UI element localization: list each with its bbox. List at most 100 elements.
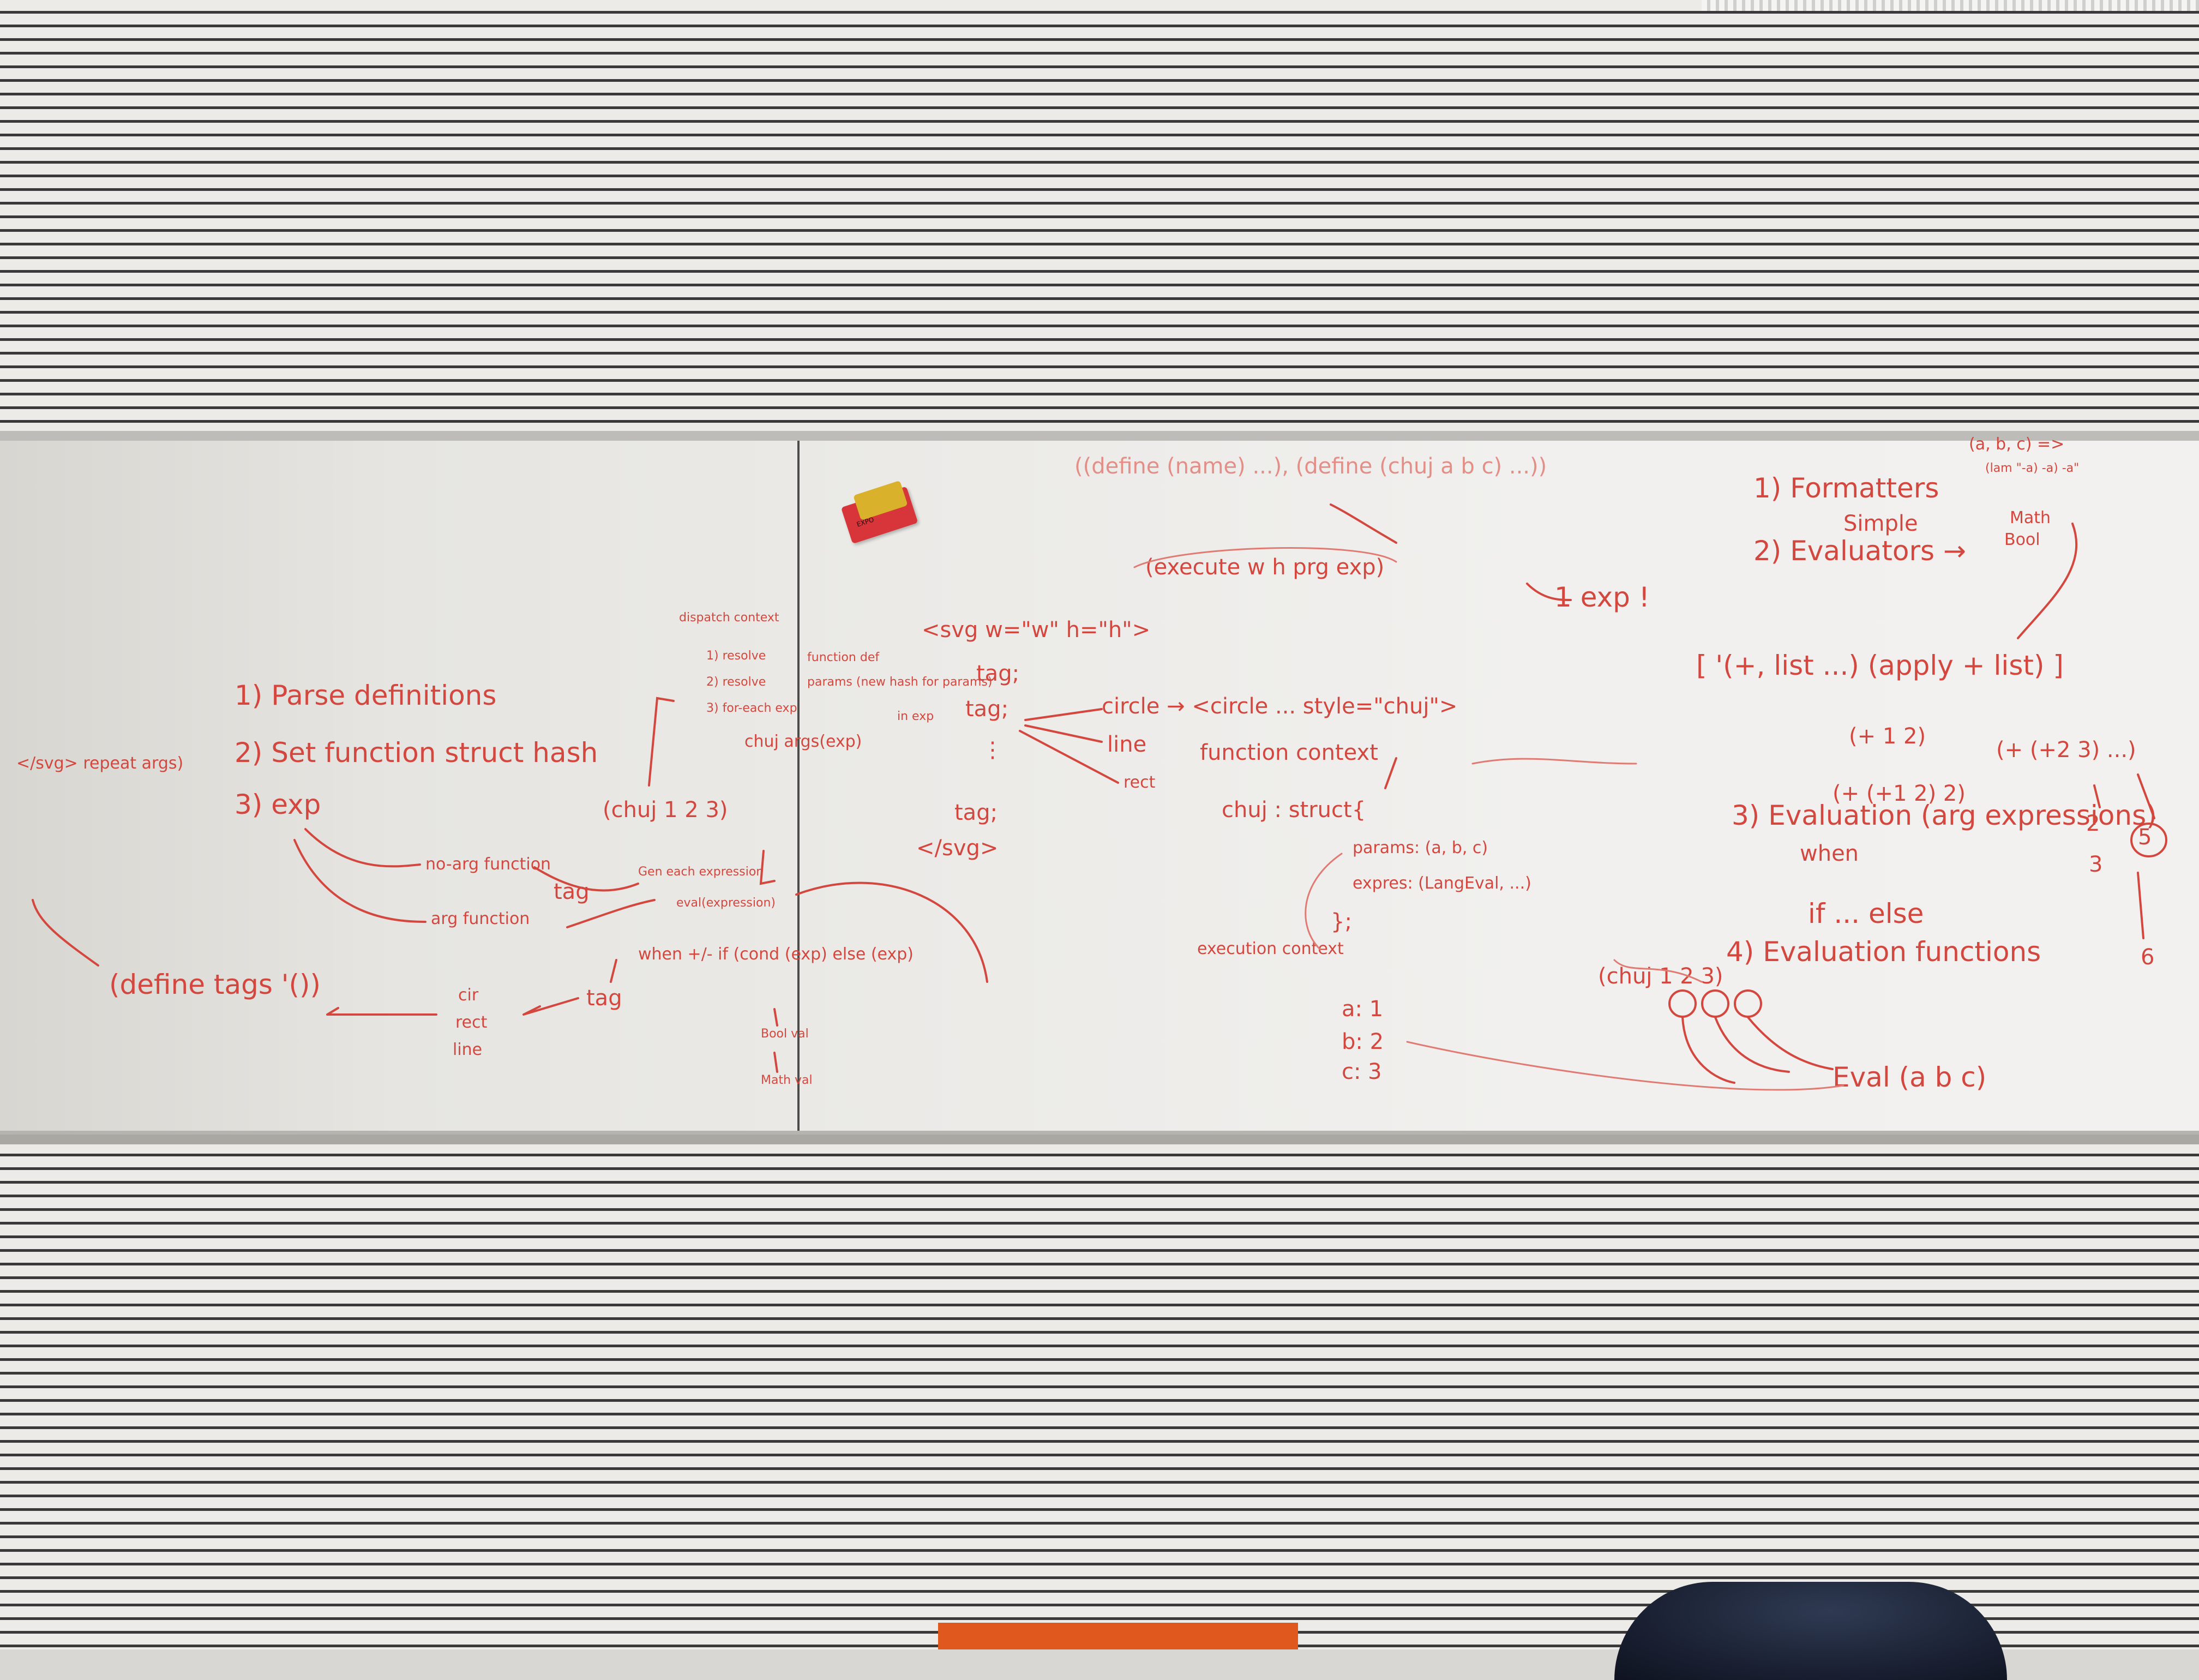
backpack	[1614, 1582, 2007, 1680]
arrow-exec-to-eval	[1406, 1041, 1844, 1091]
circled-number: 5	[2138, 825, 2152, 850]
branch-to-circle	[1024, 708, 1103, 721]
arrow-eval-loop	[795, 881, 988, 983]
chuj-struct-header: chuj : struct{	[1222, 797, 1366, 823]
arg-circle-2	[1701, 989, 1729, 1018]
striped-wall-upper	[0, 0, 2199, 431]
lambda-note: (lam "-a) -a) -a"	[1985, 461, 2080, 475]
arrow-down-to-eval	[759, 850, 776, 885]
ceiling-light	[1702, 0, 2199, 11]
circled-number-ring	[2130, 823, 2167, 857]
evaluators-step: 2) Evaluators →	[1753, 535, 1966, 567]
line-item: line	[1107, 732, 1147, 757]
arrow-sum-to-2	[2093, 784, 2101, 808]
evaluation-functions-step: 4) Evaluation functions	[1726, 936, 2041, 968]
chuj-call-left: (chuj 1 2 3)	[603, 797, 728, 823]
arrow-to-gen-each	[533, 866, 639, 892]
tag-line-a: tag;	[976, 661, 1020, 686]
arrow-down-to-6	[2137, 872, 2144, 939]
svg-close-tag: </svg>	[916, 836, 999, 861]
function-context-label: function context	[1200, 740, 1378, 765]
arrow-up-to-dispatch	[648, 697, 675, 787]
bool-val-note: Bool val	[761, 1027, 809, 1041]
arrow-tag-to-shapes	[522, 997, 579, 1016]
eval-expression-note: eval(expression)	[676, 896, 776, 910]
math-evaluator-label: Math	[2010, 508, 2051, 527]
number-2: 2	[2086, 811, 2100, 836]
rect-item: rect	[1123, 773, 1156, 792]
execute-expression: (execute w h prg exp)	[1145, 555, 1385, 580]
orange-chair-back	[938, 1623, 1298, 1649]
sum-expression-2: (+ (+2 3) ...)	[1996, 737, 2136, 763]
striped-wall-lower	[0, 1143, 2199, 1649]
math-val-note: Math val	[761, 1073, 813, 1087]
chuj-args-note: chuj args(exp)	[744, 732, 862, 751]
parse-definitions-step: 1) Parse definitions	[235, 680, 497, 711]
struct-brace	[1305, 853, 1343, 950]
list-apply-expression: [ '(+, list ...) (apply + list) ]	[1696, 650, 2064, 681]
dispatch-context-note: dispatch context	[679, 611, 779, 625]
resolve-step-1: 1) resolve	[706, 649, 766, 663]
shape-rect-label: rect	[455, 1013, 488, 1032]
arrow-context-to-struct	[1384, 757, 1397, 789]
arrow-to-math	[773, 1052, 778, 1073]
branch-to-line	[1024, 724, 1103, 743]
define-tags-expression: (define tags '())	[109, 969, 321, 1000]
whiteboard-seam	[797, 441, 800, 1131]
arrow-arg3-eval	[1747, 1016, 1834, 1070]
arrow-arg2-eval	[1714, 1016, 1790, 1073]
arrow-context-link	[1471, 758, 1637, 765]
struct-expres: expres: (LangEval, ...)	[1353, 874, 1531, 893]
arrow-chuj-loop	[1613, 959, 1703, 983]
arrow-from-arg-function	[566, 899, 656, 928]
sum-expression-1: (+ 1 2)	[1849, 724, 1926, 749]
one-exp-note: 1 exp !	[1554, 581, 1650, 613]
shape-cir-label: cir	[458, 986, 479, 1005]
arrow-exp-to-note	[1526, 583, 1572, 601]
arg-expressions-step: 3) Evaluation (arg expressions)	[1732, 800, 2157, 831]
arrow-down-to-tag	[610, 959, 617, 983]
number-6: 6	[2141, 945, 2155, 970]
define-name-expression: ((define (name) ...), (define (chuj a b …	[1074, 454, 1547, 479]
vertical-dots: ⋮	[982, 737, 1004, 763]
underline-execute	[1133, 547, 1397, 568]
exec-var-c: c: 3	[1342, 1059, 1382, 1084]
svg-repeat-args-note: </svg> repeat args)	[16, 754, 184, 773]
function-struct-hash-step: 2) Set function struct hash	[235, 737, 598, 769]
simple-label: Simple	[1843, 511, 1918, 536]
marker-tray	[0, 1135, 2199, 1144]
branch-to-rect	[1019, 730, 1119, 784]
arg-circle-1	[1668, 989, 1697, 1018]
abc-arrow-note: (a, b, c) =>	[1969, 435, 2065, 454]
struct-close: };	[1331, 909, 1352, 934]
arrow-to-bool	[773, 1008, 778, 1027]
arrow-to-define	[1330, 503, 1397, 544]
shape-line-label: line	[453, 1040, 483, 1059]
if-else-label: if ... else	[1808, 898, 1924, 929]
arrow-sum-to-circled	[2137, 773, 2155, 819]
when-if-cond-line: when +/- if (cond (exp) else (exp)	[638, 945, 914, 964]
gen-each-expression-note: Gen each expression	[638, 865, 764, 879]
for-each-exp-step: 3) for-each exp	[706, 701, 797, 715]
exec-var-b: b: 2	[1342, 1029, 1384, 1054]
circle-mapping: circle → <circle ... style="chuj">	[1102, 694, 1458, 719]
tag-line-b: tag;	[965, 697, 1009, 722]
tag-line-c: tag;	[954, 800, 998, 825]
arg-function-label: arg function	[431, 909, 530, 928]
no-arg-function-label: no-arg function	[425, 855, 551, 874]
arrow-shapes-to-define	[326, 1007, 437, 1016]
arrow-to-arg-function	[293, 839, 426, 923]
arrow-evaluators-down	[2017, 523, 2078, 639]
when-label: when	[1800, 841, 1859, 866]
arrow-to-no-arg	[304, 828, 421, 868]
formatters-step: 1) Formatters	[1753, 472, 1939, 504]
function-def-note: function def	[807, 651, 880, 664]
in-exp-note: in exp	[897, 710, 934, 723]
resolve-step-2: 2) resolve	[706, 675, 766, 689]
eval-abc-label: Eval (a b c)	[1832, 1061, 1987, 1093]
tag-label-lower: tag	[586, 986, 622, 1011]
exp-step: 3) exp	[235, 789, 321, 820]
struct-params: params: (a, b, c)	[1353, 838, 1488, 857]
number-3: 3	[2089, 852, 2103, 877]
